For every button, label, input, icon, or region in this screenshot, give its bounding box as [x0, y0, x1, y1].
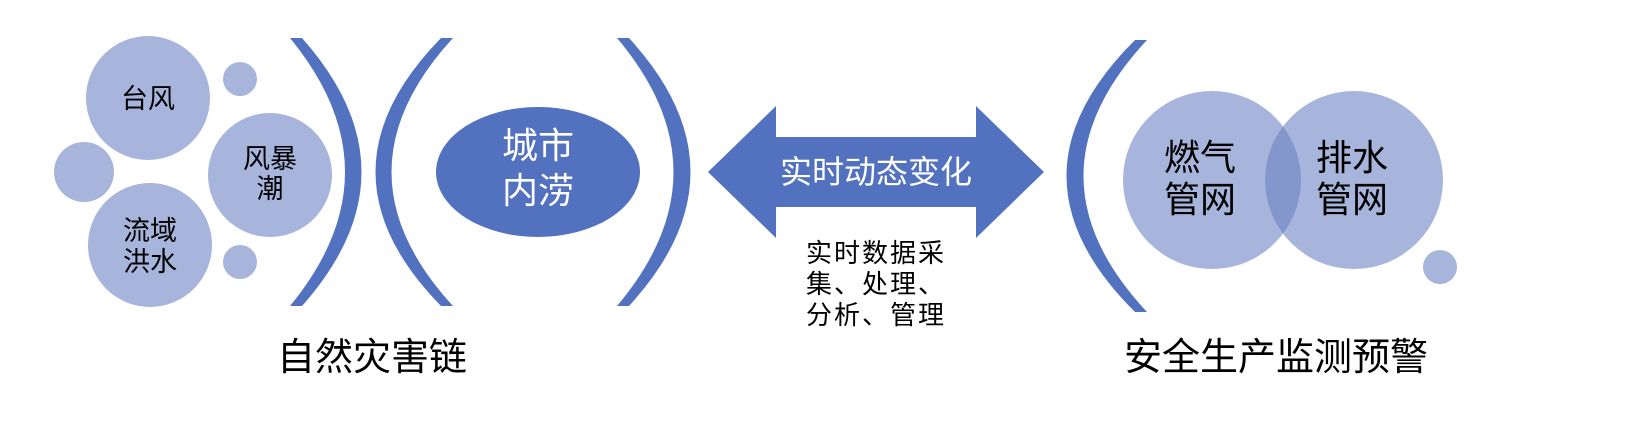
- data-processing-note-line3: 分析、管理: [806, 301, 946, 331]
- storm-surge-label-line2: 潮: [257, 174, 284, 205]
- data-processing-note-line2: 集、处理、: [806, 270, 946, 300]
- typhoon-bubble: [86, 36, 210, 160]
- city-waterlogging-node: [436, 107, 640, 237]
- gas-network-bubble: [1123, 91, 1301, 269]
- right-group-left-bracket: [1066, 40, 1147, 312]
- small-bubble-top: [223, 62, 257, 96]
- safety-monitoring-group: 燃气 管网 排水 管网 安全生产监测预警: [1066, 40, 1457, 379]
- natural-disaster-chain-group: 台风 风暴 潮 流域 洪水 自然灾害链: [54, 36, 467, 379]
- safety-monitoring-caption: 安全生产监测预警: [1124, 335, 1428, 379]
- typhoon-label: 台风: [121, 84, 175, 115]
- gas-network-label-line1: 燃气: [1164, 138, 1236, 179]
- center-left-bracket: [375, 38, 453, 306]
- small-bubble-left: [54, 142, 114, 202]
- network-overlap-region: [1265, 126, 1301, 234]
- gas-network-label-line2: 管网: [1164, 180, 1236, 221]
- drainage-network-label-line1: 排水: [1316, 138, 1388, 179]
- basin-flood-label-line1: 流域: [123, 216, 177, 247]
- natural-disaster-chain-caption: 自然灾害链: [277, 335, 467, 379]
- left-bracket-right-arc: [290, 38, 362, 306]
- data-processing-note-line1: 实时数据采: [806, 239, 946, 269]
- small-bubble-right: [1423, 250, 1457, 284]
- storm-surge-bubble: [208, 113, 332, 237]
- double-headed-arrow: [708, 106, 1044, 238]
- city-waterlogging-label-line2: 内涝: [502, 171, 574, 212]
- realtime-change-label: 实时动态变化: [780, 153, 972, 191]
- small-bubble-bottom: [223, 245, 257, 279]
- city-waterlogging-label-line1: 城市: [502, 126, 574, 167]
- basin-flood-label-line2: 洪水: [123, 247, 177, 278]
- drainage-network-bubble: [1265, 91, 1443, 269]
- basin-flood-bubble: [88, 183, 212, 307]
- storm-surge-label-line1: 风暴: [243, 144, 297, 175]
- realtime-change-arrow-group: 实时动态变化 实时数据采 集、处理、 分析、管理: [708, 106, 1044, 331]
- drainage-network-label-line2: 管网: [1316, 180, 1388, 221]
- center-right-bracket: [617, 38, 691, 306]
- city-waterlogging-group: 城市 内涝: [375, 38, 691, 306]
